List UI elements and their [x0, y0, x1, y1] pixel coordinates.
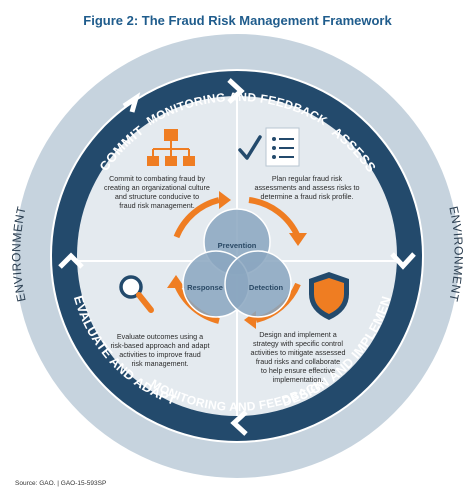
- commit-description-line: fraud risk management.: [119, 201, 195, 210]
- cycle-chevrons: [58, 78, 416, 436]
- design-implement-description-line: implementation.: [273, 375, 324, 384]
- design-implement-description-line: to help ensure effective: [261, 366, 335, 375]
- source-note: Source: GAO. | GAO-15-593SP: [15, 480, 107, 487]
- evaluate-adapt-description-line: risk-based approach and adapt: [110, 341, 209, 350]
- venn-diagram: Prevention Response Detection: [182, 208, 292, 318]
- design-implement-description-line: activities to mitigate assessed: [250, 348, 345, 357]
- design-implement-description-line: fraud risks and collaborate: [256, 357, 340, 366]
- assess-description-line: assessments and assess risks to: [254, 183, 359, 192]
- venn-circle-detection: [224, 250, 292, 318]
- checklist-icon: [238, 127, 300, 167]
- evaluate-adapt-description-line: risk management.: [131, 359, 188, 368]
- assess-description-line: determine a fraud risk profile.: [260, 192, 353, 201]
- design-implement-description-line: strategy with specific control: [253, 339, 343, 348]
- shield-icon: [309, 272, 349, 320]
- cycle-ring-outline: [50, 69, 424, 443]
- org-chart-icon: [147, 129, 195, 166]
- figure-title: Figure 2: The Fraud Risk Management Fram…: [83, 13, 392, 28]
- assess-description-line: Plan regular fraud risk: [272, 174, 343, 183]
- orange-cycle-arrowheads: [167, 191, 307, 329]
- environment-label-right: ENVIRONMENT: [446, 205, 465, 303]
- commit-description-line: creating an organizational culture: [104, 183, 210, 192]
- environment-label-left: ENVIRONMENT: [9, 205, 28, 303]
- chevron-top: [227, 78, 245, 104]
- venn-label-response: Response: [187, 283, 223, 292]
- commit-description-line: Commit to combating fraud by: [109, 174, 205, 183]
- magnifier-icon: [119, 275, 154, 313]
- venn-label-detection: Detection: [249, 283, 284, 292]
- chevron-top-left: [122, 92, 141, 113]
- evaluate-adapt-description-line: Evaluate outcomes using a: [117, 332, 203, 341]
- chevron-bottom: [230, 410, 248, 436]
- chevron-left: [58, 252, 84, 269]
- evaluate-adapt-description-line: activities to improve fraud: [119, 350, 201, 359]
- design-implement-description-line: Design and implement a: [259, 330, 337, 339]
- venn-label-prevention: Prevention: [218, 241, 257, 250]
- commit-description-line: and structure conducive to: [115, 192, 199, 201]
- chevron-right: [390, 252, 416, 270]
